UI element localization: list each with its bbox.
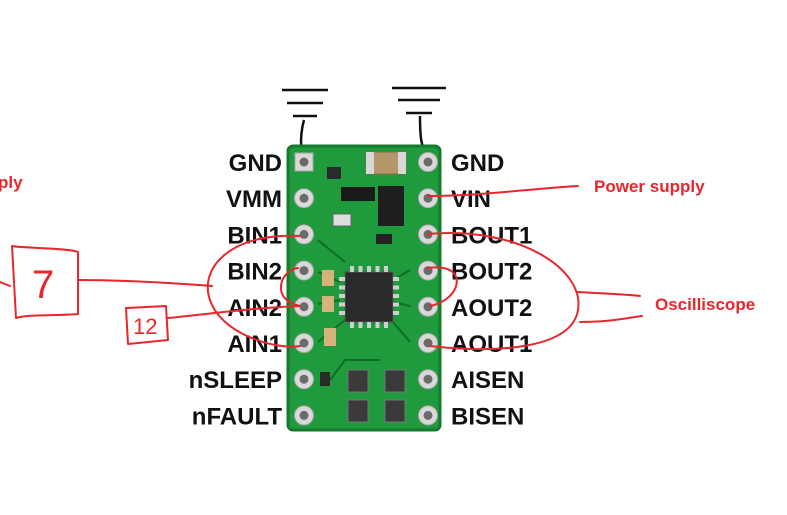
ic-pin	[393, 294, 399, 298]
transistor	[378, 186, 404, 226]
right-pin-holes	[418, 152, 438, 426]
pin-label-right-aout1: AOUT1	[451, 331, 532, 358]
driver-ic	[339, 266, 399, 328]
capacitor-small	[324, 328, 336, 346]
oscilloscope-label: Oscilliscope	[655, 295, 755, 314]
hand-annotations	[0, 185, 643, 351]
pin-label-left-bin2: BIN2	[227, 259, 282, 286]
pin-hole-vmm-drill	[299, 193, 309, 203]
sense-resistor	[384, 399, 406, 423]
oval-inner-left	[279, 267, 301, 307]
pin-label-right-bisen: BISEN	[451, 403, 524, 430]
sense-resistor	[347, 369, 369, 393]
wire-oscilloscope-bottom	[579, 315, 643, 323]
pin-label-right-aout2: AOUT2	[451, 295, 532, 322]
pin-hole-ain2-drill	[299, 302, 309, 312]
pin-label-left-vmm: VMM	[226, 186, 282, 213]
ic-pin	[384, 266, 388, 272]
sense-resistor	[347, 399, 369, 423]
box-12	[125, 305, 169, 345]
power-supply-label: Power supply	[594, 177, 705, 196]
box-7	[11, 245, 79, 319]
ic-pin	[384, 322, 388, 328]
pin-number-12: 12	[133, 314, 157, 339]
ic-pin	[367, 266, 371, 272]
pin-hole-aout2-drill	[423, 302, 433, 312]
ic-pin	[339, 311, 345, 315]
pin-label-left-gnd: GND	[229, 150, 282, 177]
ic-pin	[375, 322, 380, 328]
resistor	[376, 234, 392, 244]
wire-oscilloscope-top	[577, 291, 641, 297]
oval-left	[206, 234, 301, 348]
diode	[341, 187, 375, 201]
wire-to-12	[167, 305, 301, 319]
pin-hole-nsleep-drill	[299, 374, 309, 384]
left-pin-holes	[294, 152, 314, 426]
pin-hole-gnd-drill	[423, 157, 433, 167]
pin-label-left-nfault: nFAULT	[192, 403, 283, 430]
ic-pin	[393, 277, 399, 281]
cut-off-annotation: ply	[0, 173, 23, 192]
ic-pin	[350, 266, 354, 272]
oval-right	[427, 232, 580, 351]
ic-pin	[393, 311, 399, 315]
ic-pin	[367, 322, 371, 328]
wire-power-supply	[427, 185, 579, 197]
pin-label-left-nsleep: nSLEEP	[189, 367, 282, 394]
capacitor-small	[322, 270, 334, 286]
capacitor-pad	[366, 152, 374, 174]
sense-resistor	[384, 369, 406, 393]
ic-pin	[375, 266, 380, 272]
pin-hole-bisen-drill	[423, 410, 433, 420]
pin-label-right-gnd: GND	[451, 150, 504, 177]
ic-pin	[339, 285, 345, 290]
pin-hole-bin1-drill	[299, 229, 309, 239]
ic-pin	[358, 266, 363, 272]
oval-inner-right	[427, 266, 458, 307]
ic-pin	[339, 294, 345, 298]
ic-pin	[393, 302, 399, 307]
driver-board	[286, 144, 442, 432]
pin-hole-aisen-drill	[423, 374, 433, 384]
capacitor-pad	[398, 152, 406, 174]
smd-component	[332, 213, 352, 227]
ic-pin	[339, 302, 345, 307]
pin-number-7: 7	[32, 263, 54, 307]
pin-hole-bin2-drill	[299, 266, 309, 276]
pin-label-right-vin: VIN	[451, 186, 491, 213]
pin-label-right-bout2: BOUT2	[451, 259, 532, 286]
resistor	[320, 372, 330, 386]
resistor	[327, 167, 341, 179]
capacitor-small	[322, 296, 334, 312]
pin-hole-ain1-drill	[299, 338, 309, 348]
pin-hole-gnd-drill	[299, 157, 309, 167]
stub-left	[0, 281, 11, 287]
ic-pin	[339, 277, 345, 281]
ic-pin	[393, 285, 399, 290]
pin-label-right-aisen: AISEN	[451, 367, 524, 394]
ic-pin	[358, 322, 363, 328]
pin-hole-nfault-drill	[299, 410, 309, 420]
ic-pin	[350, 322, 354, 328]
wire-to-7	[77, 279, 213, 287]
